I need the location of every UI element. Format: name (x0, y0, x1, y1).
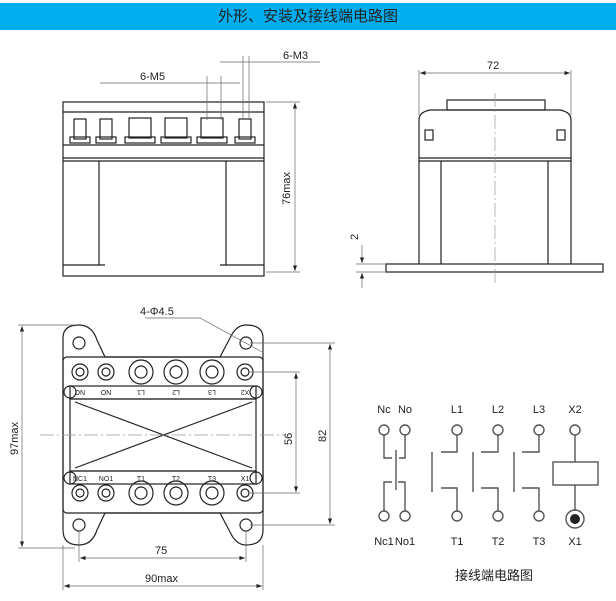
terminal-screw (199, 480, 225, 506)
terminal-screw (71, 484, 89, 502)
terminal-screw (97, 363, 115, 381)
circuit-label-bottom: T3 (533, 536, 546, 548)
terminal-circle (533, 424, 545, 436)
side-view: 72 2 (349, 60, 604, 288)
mounting-hole (63, 385, 77, 399)
terminal-circle (451, 510, 463, 522)
dim-97: 97max (9, 421, 21, 455)
terminal-screw (199, 359, 225, 385)
terminal-screw-center (134, 486, 148, 500)
terminal-circle (451, 424, 463, 436)
terminal-screw (238, 118, 252, 140)
terminal-screw (97, 484, 115, 502)
terminal-screw (163, 480, 189, 506)
terminal-label: T2 (172, 476, 180, 483)
terminal-screw (163, 359, 189, 385)
m5-label: 6-M5 (140, 71, 165, 83)
terminal-base (95, 136, 117, 144)
circuit-label-top: L3 (533, 404, 545, 416)
dim-82: 82 (317, 430, 329, 442)
dim-75: 75 (155, 545, 167, 557)
terminal-circle (399, 424, 411, 436)
terminal-screw-center (169, 365, 183, 379)
terminal-circle (399, 510, 411, 522)
circuit-label-top: No (398, 404, 412, 416)
width-dim: 72 (487, 60, 499, 72)
terminal-screw (164, 117, 188, 139)
m3-label: 6-M3 (283, 50, 308, 62)
circuit-label-top: L2 (492, 404, 504, 416)
terminal-screw-center (75, 488, 85, 498)
terminal-screw-center (240, 488, 250, 498)
holes-label: 4-Φ4.5 (140, 306, 174, 318)
terminal-screw-center (101, 367, 111, 377)
terminal-label: NO (100, 388, 111, 395)
terminal-label: NC1 (73, 476, 87, 483)
terminal-screw (128, 359, 154, 385)
circuit-label-bottom: T1 (451, 536, 464, 548)
circuit-label-bottom: T2 (492, 536, 505, 548)
flange-dim: 2 (349, 234, 361, 240)
terminal-base (124, 136, 156, 144)
circuit-label-bottom: X1 (568, 536, 581, 548)
terminal-screw (71, 363, 89, 381)
terminal-screw-center (75, 367, 85, 377)
terminal-circle (378, 424, 390, 436)
terminal-base (69, 136, 91, 144)
circuit-label-bottom: No1 (395, 536, 415, 548)
mounting-hole (72, 336, 86, 350)
circuit-label-top: X2 (568, 404, 581, 416)
terminal-circle (378, 510, 390, 522)
terminal-screw (128, 480, 154, 506)
terminal-label: L2 (172, 388, 180, 395)
terminal-screw (99, 118, 113, 140)
page-title: 外形、安装及接线端电路图 (0, 3, 616, 30)
terminal-screw-center (169, 486, 183, 500)
mounting-hole (72, 518, 86, 532)
terminal-label: NO1 (99, 476, 114, 483)
dim-56: 56 (283, 433, 295, 445)
terminal-screw-center (205, 365, 219, 379)
terminal-label: L1 (137, 388, 145, 395)
terminal-label: X2 (241, 388, 250, 395)
terminal-screw-center (205, 486, 219, 500)
circuit-caption: 接线端电路图 (455, 568, 533, 583)
mounting-hole (63, 471, 77, 485)
terminal-label: NC (75, 388, 85, 395)
terminal-base (234, 136, 256, 144)
terminal-circle (533, 510, 545, 522)
terminal-screw (128, 117, 152, 139)
circuit-label-top: Nc (377, 404, 391, 416)
terminal-circle (569, 424, 581, 436)
circuit-label-top: L1 (451, 404, 463, 416)
terminal-circle (492, 510, 504, 522)
terminal-screw-center (134, 365, 148, 379)
terminal-label: X1 (241, 476, 250, 483)
terminal-label: T3 (208, 476, 216, 483)
terminal-base (196, 136, 228, 144)
front-view: 6-M5 6-M3 76max (62, 50, 320, 277)
terminal-label: L3 (208, 388, 216, 395)
mounting-hole (249, 471, 263, 485)
mounting-hole (249, 385, 263, 399)
terminal-label: T1 (137, 476, 145, 483)
terminal-screw (200, 117, 224, 139)
terminal-screw (73, 118, 87, 140)
terminal-screw-center (240, 367, 250, 377)
circuit-label-bottom: Nc1 (374, 536, 394, 548)
terminal-screw-center (101, 488, 111, 498)
dim-90: 90max (145, 573, 179, 585)
height-dim: 76max (281, 171, 293, 205)
terminal-circle (492, 424, 504, 436)
terminal-base (160, 136, 192, 144)
